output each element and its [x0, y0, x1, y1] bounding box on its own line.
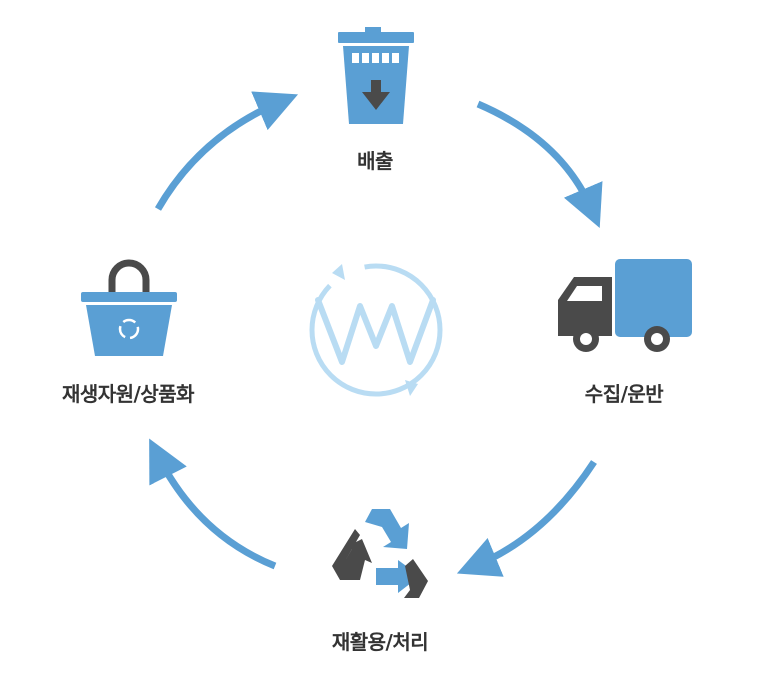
arrow-left-to-top: [154, 91, 299, 211]
step-label-discharge: 배출: [357, 149, 393, 173]
step-label-collect: 수집/운반: [584, 382, 664, 406]
truck-icon: [558, 259, 692, 352]
step-label-recycle: 재활용/처리: [331, 630, 429, 654]
arrow-bottom-to-left: [149, 438, 277, 570]
circular-wave-logo-icon: [309, 263, 443, 397]
trash-bin-icon: [338, 27, 414, 124]
step-label-resource: 재생자원/상품화: [61, 382, 195, 406]
arrow-right-to-bottom: [456, 460, 597, 577]
arrow-top-to-right: [476, 100, 603, 229]
recycle-icon: [332, 509, 428, 598]
shopping-basket-icon: [81, 259, 177, 356]
